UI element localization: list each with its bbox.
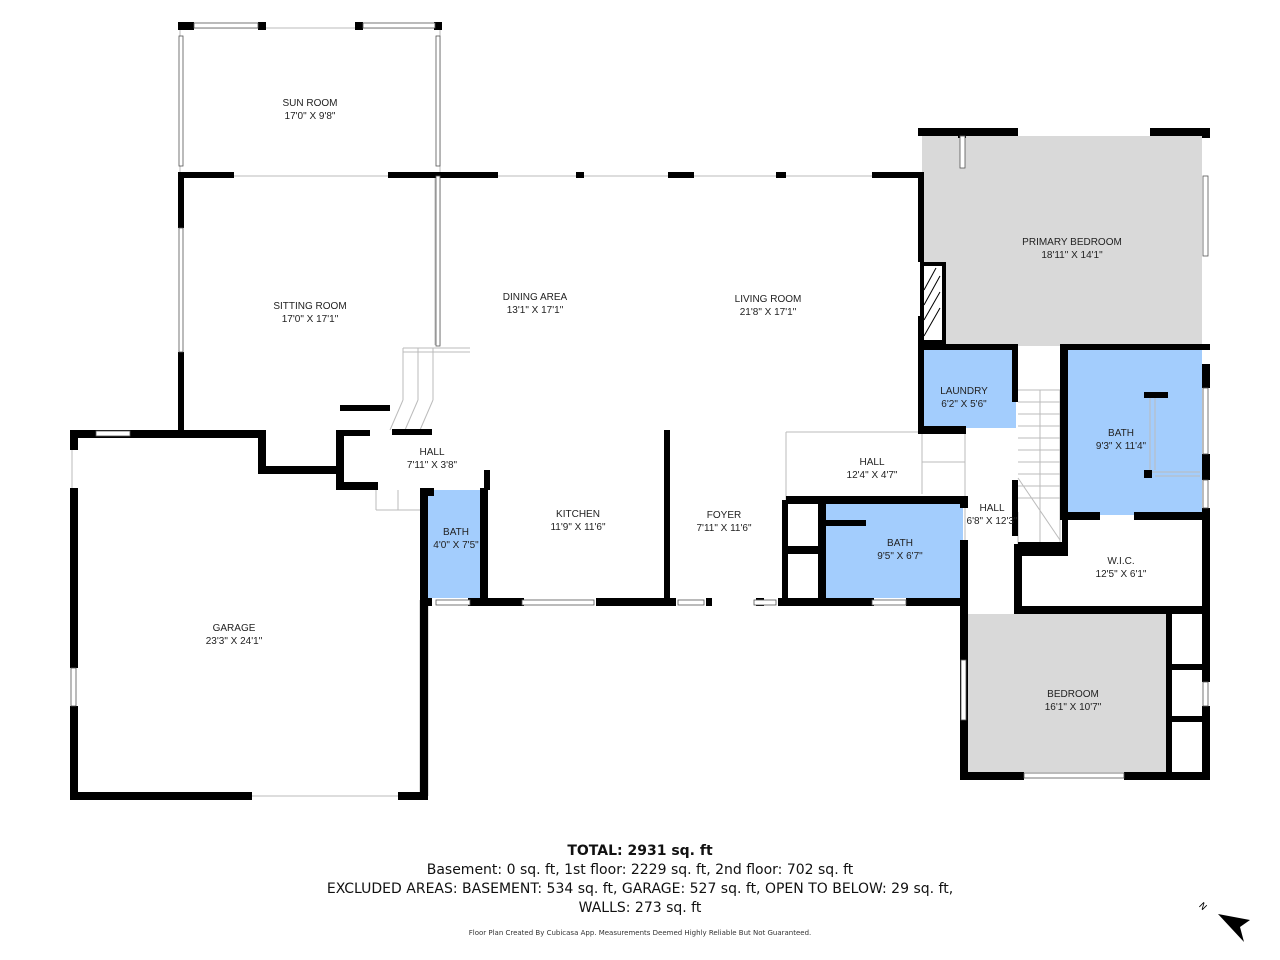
room-dimensions: 4'0" X 7'5" — [433, 540, 479, 551]
room-name: PRIMARY BEDROOM — [1022, 237, 1122, 248]
room-dimensions: 12'5" X 6'1" — [1095, 569, 1147, 580]
room-name: BATH — [443, 527, 469, 538]
walls-area: WALLS: 273 sq. ft — [578, 900, 702, 916]
room-label-garage: GARAGE 23'3" X 24'1" — [206, 622, 263, 648]
room-label-primary-bedroom: PRIMARY BEDROOM 18'11" X 14'1" — [1022, 236, 1122, 262]
room-name: BEDROOM — [1047, 689, 1099, 700]
north-arrow-icon: N — [1196, 901, 1250, 942]
room-dimensions: 17'0" X 9'8" — [284, 111, 336, 122]
room-label-bath-small: BATH 4'0" X 7'5" — [433, 526, 478, 552]
room-dimensions: 16'1" X 10'7" — [1044, 702, 1102, 713]
room-label-bath-primary: BATH 9'3" X 11'4" — [1096, 427, 1146, 453]
room-dimensions: 11'9" X 11'6" — [550, 522, 606, 533]
room-fills — [428, 136, 1202, 772]
room-label-sun-room: SUN ROOM 17'0" X 9'8" — [283, 97, 338, 123]
room-label-sitting-room: SITTING ROOM 17'0" X 17'1" — [273, 300, 346, 326]
room-name: BATH — [1108, 428, 1134, 439]
total-area: TOTAL: 2931 sq. ft — [567, 843, 713, 859]
room-dimensions: 6'2" X 5'6" — [941, 399, 987, 410]
room-name: GARAGE — [212, 623, 256, 634]
room-label-hall-west: HALL 7'11" X 3'8" — [407, 446, 457, 472]
room-label-bath-center: BATH 9'5" X 6'7" — [877, 537, 922, 563]
room-name: HALL — [979, 503, 1005, 514]
room-dimensions: 9'5" X 6'7" — [877, 551, 923, 562]
room-name: DINING AREA — [502, 292, 568, 303]
room-name: SITTING ROOM — [273, 301, 347, 312]
room-name: LIVING ROOM — [734, 294, 802, 305]
room-label-wic: W.I.C. 12'5" X 6'1" — [1096, 555, 1147, 581]
room-label-foyer: FOYER 7'11" X 11'6" — [696, 509, 751, 535]
fireplace-hatch — [923, 267, 941, 337]
laundry-fill — [922, 350, 1016, 428]
room-name: LAUNDRY — [940, 386, 988, 397]
windows — [70, 22, 1209, 779]
room-name: W.I.C. — [1107, 556, 1135, 567]
room-label-laundry: LAUNDRY 6'2" X 5'6" — [940, 385, 988, 411]
room-dimensions: 12'4" X 4'7" — [846, 470, 898, 481]
room-dimensions: 6'8" X 12'3" — [966, 516, 1018, 527]
room-name: HALL — [419, 447, 445, 458]
room-name: SUN ROOM — [282, 98, 338, 109]
room-label-living-room: LIVING ROOM 21'8" X 17'1" — [735, 293, 802, 319]
room-dimensions: 9'3" X 11'4" — [1095, 441, 1147, 452]
room-name: HALL — [859, 457, 885, 468]
bath-center-fill — [823, 502, 963, 598]
room-dimensions: 21'8" X 17'1" — [739, 307, 797, 318]
room-dimensions: 7'11" X 3'8" — [406, 460, 458, 471]
room-dimensions: 23'3" X 24'1" — [205, 636, 263, 647]
room-dimensions: 17'0" X 17'1" — [281, 314, 339, 325]
bath-small-fill — [428, 490, 486, 598]
room-label-kitchen: KITCHEN 11'9" X 11'6" — [550, 508, 605, 534]
room-dimensions: 18'11" X 14'1" — [1041, 250, 1103, 261]
room-label-bedroom: BEDROOM 16'1" X 10'7" — [1045, 688, 1102, 714]
primary-bedroom-fill — [922, 136, 1202, 346]
room-label-hall-center: HALL 12'4" X 4'7" — [847, 456, 898, 482]
excluded-areas: EXCLUDED AREAS: BASEMENT: 534 sq. ft, GA… — [326, 881, 954, 897]
bath-primary-fill — [1067, 350, 1202, 515]
room-name: BATH — [887, 538, 913, 549]
area-summary: TOTAL: 2931 sq. ft Basement: 0 sq. ft, 1… — [0, 842, 1280, 918]
room-label-hall-east: HALL 6'8" X 12'3" — [967, 502, 1018, 528]
credit-text: Floor Plan Created By Cubicasa App. Meas… — [468, 929, 812, 937]
floor-areas: Basement: 0 sq. ft, 1st floor: 2229 sq. … — [426, 862, 854, 878]
bedroom-fill — [965, 614, 1170, 772]
room-dimensions: 13'1" X 17'1" — [506, 305, 564, 316]
room-name: FOYER — [706, 510, 742, 521]
room-name: KITCHEN — [556, 509, 600, 520]
compass-label: N — [1196, 901, 1208, 913]
room-dimensions: 7'11" X 11'6" — [696, 523, 752, 534]
room-label-dining-area: DINING AREA 13'1" X 17'1" — [503, 291, 567, 317]
